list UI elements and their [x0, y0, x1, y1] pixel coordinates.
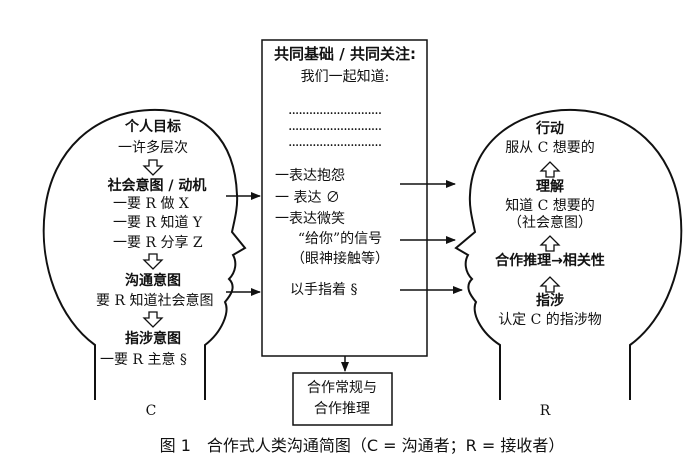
up-arrow-icon: [539, 161, 561, 178]
left-head-outline: [42, 108, 247, 400]
reference: 指涉: [536, 293, 564, 309]
eye-contact: （眼神接触等）: [291, 251, 389, 267]
social-item: 一要 R 知道 Y: [113, 215, 203, 231]
communicator-label: C: [145, 403, 157, 419]
bottom-box-line1: 合作常规与: [307, 380, 377, 396]
cooperative-conventions-box: [292, 372, 393, 426]
express-complaint: 一表达抱怨: [275, 168, 345, 184]
express-smile: 一表达微笑: [275, 211, 345, 227]
down-arrow-icon: [142, 159, 164, 176]
give-you-signal: “给你”的信号: [297, 231, 383, 247]
up-arrow-icon: [539, 276, 561, 293]
dots-line: ...........................: [288, 134, 382, 150]
dots-line: ...........................: [288, 102, 382, 118]
action-sub: 服从 C 想要的: [505, 140, 595, 156]
social-item: 一要 R 做 X: [113, 196, 189, 212]
common-ground-title: 共同基础 / 共同关注:: [274, 45, 416, 63]
common-ground-box: [261, 39, 428, 357]
down-arrow-icon: [142, 311, 164, 328]
up-arrow-icon: [539, 235, 561, 252]
personal-goal-sub: 一许多层次: [118, 140, 188, 156]
understand: 理解: [536, 179, 564, 195]
recipient-label: R: [539, 403, 551, 419]
social-item: 一要 R 分享 Z: [113, 235, 203, 251]
right-head-outline: [454, 108, 683, 400]
understand-sub2: （社会意图）: [508, 215, 592, 231]
figure-caption: 图 1 合作式人类沟通简图（C = 沟通者；R = 接收者）: [159, 436, 565, 455]
understand-sub1: 知道 C 想要的: [505, 198, 595, 214]
express-null: 一 表达 ∅: [275, 190, 340, 206]
dots-line: ...........................: [288, 118, 382, 134]
coop-reasoning: 合作推理→相关性: [495, 253, 605, 269]
reference-sub: 认定 C 的指涉物: [498, 312, 602, 328]
ref-intent: 指涉意图: [125, 331, 181, 347]
comm-item: 要 R 知道社会意图: [96, 293, 214, 309]
action: 行动: [536, 121, 564, 137]
bottom-box-line2: 合作推理: [314, 401, 370, 417]
comm-intent: 沟通意图: [125, 273, 181, 289]
ref-item: 一要 R 主意 §: [100, 352, 187, 368]
down-arrow-icon: [142, 253, 164, 270]
social-intent: 社会意图 / 动机: [107, 178, 207, 194]
personal-goal: 个人目标: [125, 119, 181, 135]
common-ground-subtitle: 我们一起知道:: [300, 69, 390, 85]
pointing: 以手指着 §: [290, 282, 358, 298]
